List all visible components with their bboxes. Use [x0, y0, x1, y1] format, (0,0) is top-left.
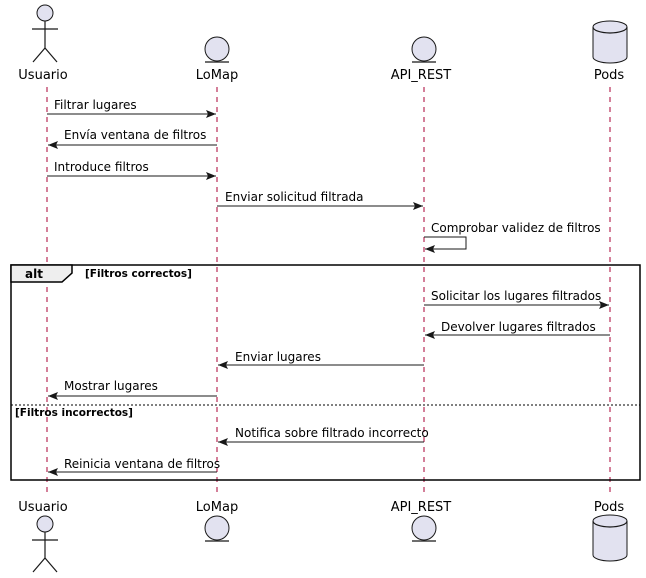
arrowhead	[48, 392, 58, 400]
participant-label-api-rest: API_REST	[391, 500, 452, 515]
database-icon	[592, 20, 628, 64]
actor-usuario-top: Usuario	[18, 4, 68, 83]
alt-keyword: alt	[25, 267, 43, 281]
database-pods-bottom: Pods	[592, 500, 628, 562]
actor-icon	[32, 4, 58, 63]
message-3: Introduce filtros	[47, 160, 216, 180]
arrowhead	[218, 361, 228, 369]
message-2: Envía ventana de filtros	[48, 128, 217, 149]
arrowhead	[48, 141, 58, 149]
alt-guard-incorrect: [Filtros incorrectos]	[15, 407, 133, 419]
participant-label-api-rest: API_REST	[391, 68, 452, 83]
message-1: Filtrar lugares	[47, 98, 216, 118]
entity-icon	[204, 36, 230, 63]
entity-lomap-top: LoMap	[196, 36, 238, 83]
message-arrow	[424, 236, 467, 250]
arrowhead	[206, 110, 216, 118]
entity-api-rest-bottom: API_REST	[391, 500, 452, 542]
arrowhead	[413, 202, 423, 210]
entity-icon	[411, 515, 437, 542]
participant-label-usuario: Usuario	[18, 500, 67, 515]
participant-label-usuario: Usuario	[18, 68, 67, 83]
message-label: Filtrar lugares	[54, 98, 137, 112]
message-label: Comprobar validez de filtros	[431, 221, 601, 235]
participant-label-pods: Pods	[594, 500, 625, 515]
entity-icon	[204, 515, 230, 542]
arrowhead	[425, 245, 435, 253]
message-8: Enviar lugares	[218, 350, 424, 369]
alt-guard-correct: [Filtros correctos]	[85, 268, 192, 280]
message-4: Enviar solicitud filtrada	[217, 190, 423, 210]
database-icon	[592, 514, 628, 562]
actor-icon	[32, 515, 58, 573]
message-label: Notifica sobre filtrado incorrecto	[235, 426, 429, 440]
arrowhead	[599, 301, 609, 309]
message-label: Envía ventana de filtros	[64, 128, 206, 142]
message-label: Introduce filtros	[54, 160, 149, 174]
message-11: Reinicia ventana de filtros	[48, 457, 220, 476]
message-9: Mostrar lugares	[48, 379, 217, 400]
message-label: Mostrar lugares	[64, 379, 158, 393]
message-5-self: Comprobar validez de filtros	[424, 221, 601, 253]
alt-fragment: alt [Filtros correctos] [Filtros incorre…	[10, 264, 641, 481]
message-label: Reinicia ventana de filtros	[64, 457, 220, 471]
database-pods-top: Pods	[592, 20, 628, 83]
message-7: Devolver lugares filtrados	[425, 320, 610, 339]
participant-label-lomap: LoMap	[196, 68, 238, 83]
arrowhead	[218, 438, 228, 446]
message-label: Devolver lugares filtrados	[441, 320, 596, 334]
entity-api-rest-top: API_REST	[391, 36, 452, 83]
message-6: Solicitar los lugares filtrados	[424, 289, 609, 309]
entity-lomap-bottom: LoMap	[196, 500, 238, 542]
alt-frame	[10, 264, 641, 481]
message-label: Solicitar los lugares filtrados	[431, 289, 601, 303]
message-label: Enviar lugares	[235, 350, 321, 364]
message-10: Notifica sobre filtrado incorrecto	[218, 426, 429, 446]
actor-usuario-bottom: Usuario	[18, 500, 68, 573]
arrowhead	[48, 468, 58, 476]
arrowhead	[206, 172, 216, 180]
participant-label-lomap: LoMap	[196, 500, 238, 515]
message-label: Enviar solicitud filtrada	[225, 190, 364, 204]
arrowhead	[425, 331, 435, 339]
entity-icon	[411, 36, 437, 63]
alt-tab	[10, 264, 73, 283]
participant-label-pods: Pods	[594, 68, 625, 83]
